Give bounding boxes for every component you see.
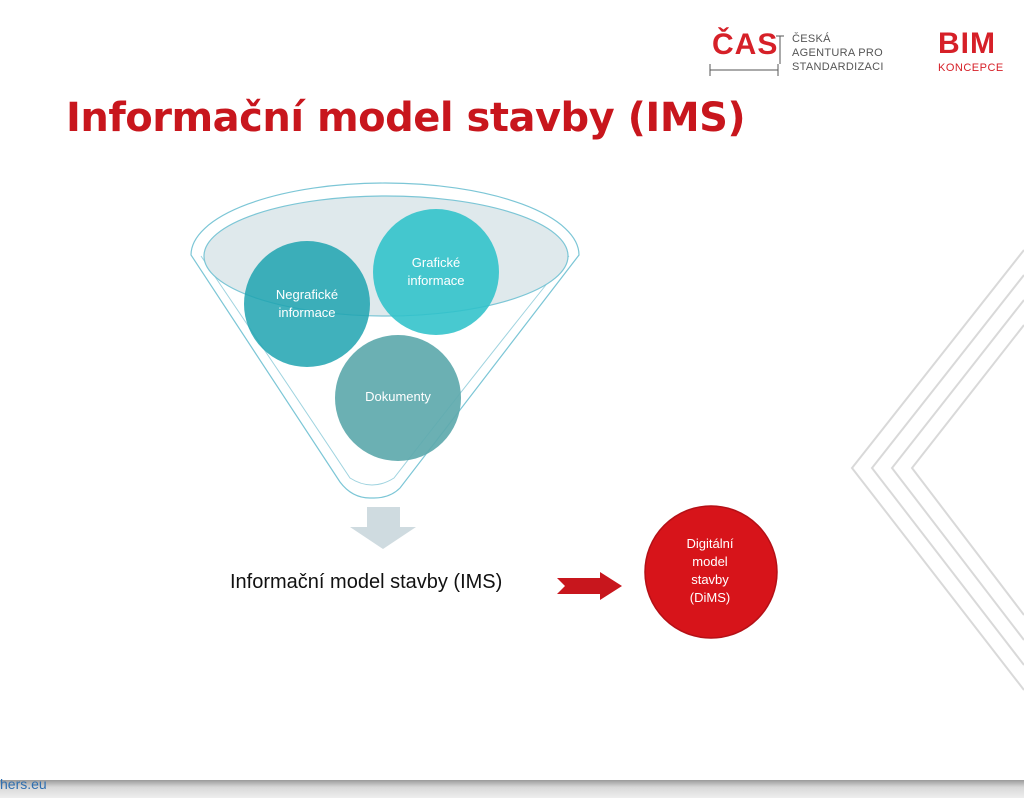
bim-koncepce-logo: BIM KONCEPCE (938, 28, 1018, 78)
funnel-diagram: Negrafické informace Grafické informace … (190, 182, 778, 639)
cas-logo-mark (709, 35, 784, 76)
ims-result-label: Informační model stavby (IMS) (230, 571, 503, 593)
cas-line-3: STANDARDIZACI (792, 61, 884, 73)
funnel-graphic (190, 182, 778, 639)
circle-negraficke-informace (244, 241, 370, 367)
dims-label: Digitální model stavby (DiMS) (686, 536, 734, 605)
slide: ČAS ČESKÁ AGENTURA PRO STANDARDIZACI BIM… (66, 26, 1024, 691)
cas-logo-text: ČAS (712, 28, 779, 61)
right-arrow-icon (557, 572, 622, 600)
circle-graficke-informace (373, 209, 499, 335)
graficke-informace-label: Grafické informace (407, 255, 465, 288)
decorative-chevrons (850, 249, 1024, 691)
cas-line-1: ČESKÁ (792, 33, 831, 45)
bim-logo-subtitle: KONCEPCE (938, 62, 1004, 74)
slide-title: Informační model stavby (IMS) (66, 95, 746, 141)
footer-url[interactable]: hers.eu (0, 776, 47, 792)
funnel-inner-outline (200, 255, 570, 486)
negraficke-informace-label: Negrafické informace (275, 287, 339, 320)
dokumenty-label: Dokumenty (365, 389, 431, 404)
cas-agency-name: ČESKÁ AGENTURA PRO STANDARDIZACI (792, 32, 892, 74)
viewer-bottom-bar (0, 780, 1024, 798)
bim-logo-text: BIM (938, 27, 996, 60)
circle-dokumenty (335, 335, 461, 461)
circle-dims (644, 505, 778, 639)
down-arrow-icon (350, 507, 416, 549)
cas-line-2: AGENTURA PRO (792, 47, 884, 59)
cas-logo: ČAS ČESKÁ AGENTURA PRO STANDARDIZACI (708, 26, 888, 82)
